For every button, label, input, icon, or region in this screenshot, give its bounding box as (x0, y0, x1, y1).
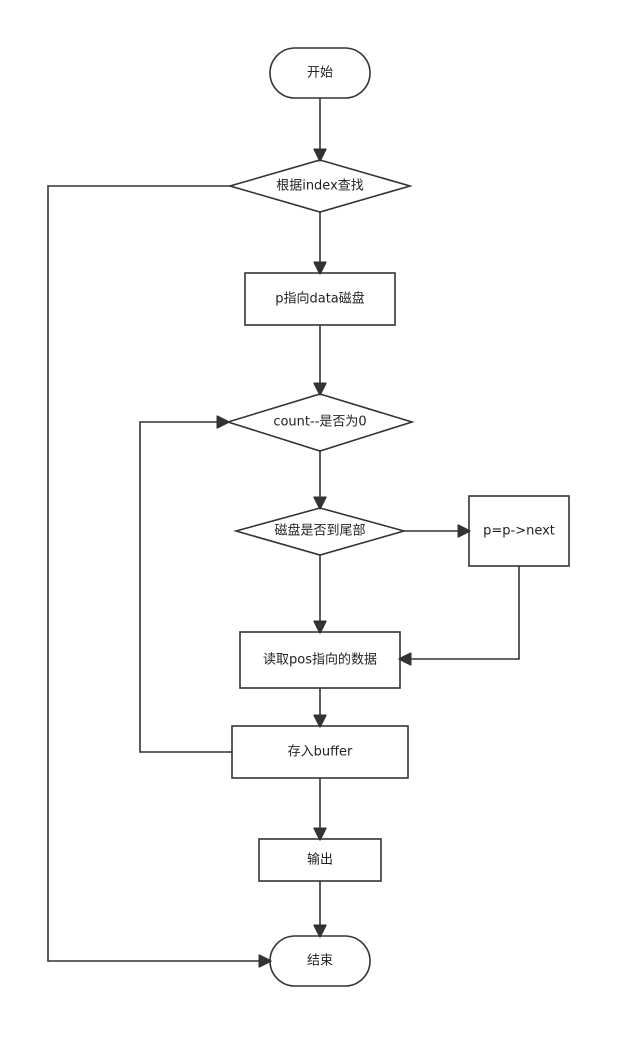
count-check-decision: count--是否为0 (225, 393, 415, 452)
start-node: 开始 (269, 47, 371, 99)
store-buffer-process: 存入buffer (231, 725, 409, 779)
disk-end-check-decision: 磁盘是否到尾部 (233, 507, 407, 556)
output-process: 输出 (258, 838, 382, 882)
next-pointer-process: p=p->next (468, 495, 570, 567)
end-node: 结束 (269, 935, 371, 987)
next-pointer-label: p=p->next (483, 524, 555, 539)
edge-search-to-end (47, 185, 270, 961)
search-by-index-label: 根据index查找 (276, 179, 364, 194)
search-by-index-decision: 根据index查找 (227, 159, 413, 213)
read-pos-data-label: 读取pos指向的数据 (263, 652, 377, 668)
point-to-data-disk-label: p指向data磁盘 (275, 291, 365, 307)
end-node-label: 结束 (307, 954, 333, 969)
disk-end-check-label: 磁盘是否到尾部 (274, 523, 365, 539)
count-check-label: count--是否为0 (273, 415, 366, 430)
point-to-data-disk-process: p指向data磁盘 (244, 272, 396, 326)
store-buffer-label: 存入buffer (288, 745, 353, 760)
edge-store-loop-to-count (139, 422, 232, 753)
output-label: 输出 (307, 852, 333, 868)
start-node-label: 开始 (307, 66, 333, 81)
edge-next-to-read (400, 566, 520, 659)
read-pos-data-process: 读取pos指向的数据 (239, 631, 401, 689)
